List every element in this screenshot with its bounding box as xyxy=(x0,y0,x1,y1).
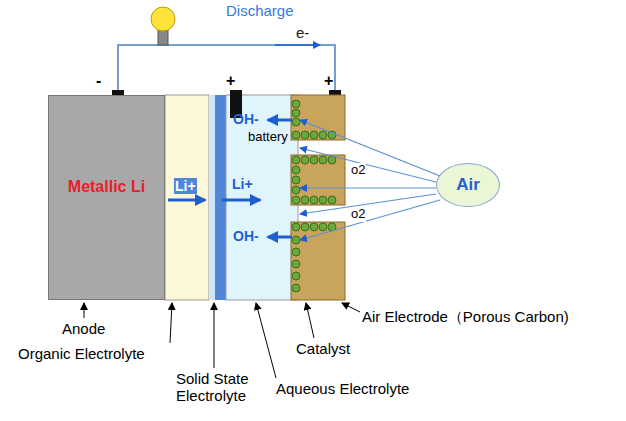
catalyst-particle xyxy=(319,131,327,139)
catalyst-particle xyxy=(292,109,300,117)
catalyst-particle xyxy=(292,236,300,244)
catalyst-particle xyxy=(301,156,309,164)
catalyst-particle xyxy=(310,196,318,204)
catalyst-particle xyxy=(292,100,300,108)
anode-block: Metallic Li xyxy=(48,95,165,300)
air-ellipse: Air xyxy=(436,163,500,207)
catalyst-particle xyxy=(292,176,300,184)
catalyst-particle xyxy=(292,272,300,280)
catalyst-particle xyxy=(292,260,300,268)
catalyst-particle xyxy=(310,223,318,231)
catalyst-particle xyxy=(292,223,300,231)
node-text: Metallic Li xyxy=(68,178,145,196)
electron-label: e- xyxy=(296,24,309,41)
catalyst-particle xyxy=(310,156,318,164)
ion-label: Li+ xyxy=(232,176,253,192)
catalyst-particle xyxy=(292,186,300,194)
catalyst-particle xyxy=(292,284,300,292)
part-label: battery xyxy=(248,130,288,145)
ion-label: OH- xyxy=(233,111,259,127)
catalyst-particle xyxy=(328,196,336,204)
catalyst-particle xyxy=(292,166,300,174)
part-label: Air Electrode（Porous Carbon) xyxy=(362,308,569,325)
catalyst-particle xyxy=(292,131,300,139)
part-label: Anode xyxy=(62,320,105,337)
part-label: Catalyst xyxy=(296,340,350,357)
catalyst-particle xyxy=(319,156,327,164)
ion-label: OH- xyxy=(233,228,259,244)
catalyst-particle xyxy=(301,223,309,231)
catalyst-particle xyxy=(292,156,300,164)
part-label: Aqueous Electrolyte xyxy=(276,380,409,397)
ion-label: Li+ xyxy=(174,178,197,194)
catalyst-particle xyxy=(319,196,327,204)
terminal-sign: - xyxy=(96,72,101,90)
catalyst-particle xyxy=(292,118,300,126)
catalyst-particle xyxy=(292,196,300,204)
node-text: Air xyxy=(456,175,480,195)
catalyst-particle xyxy=(310,131,318,139)
gas-label: o2 xyxy=(350,207,366,222)
part-label: Solid State Electrolyte xyxy=(176,370,260,405)
terminal-sign: + xyxy=(226,72,235,90)
terminal-sign: + xyxy=(324,72,333,90)
flow-label: Discharge xyxy=(226,2,294,19)
catalyst-particle xyxy=(292,248,300,256)
catalyst-particle xyxy=(301,196,309,204)
part-label: Organic Electrolyte xyxy=(18,345,145,362)
catalyst-particle xyxy=(301,131,309,139)
catalyst-particle xyxy=(319,223,327,231)
gas-label: o2 xyxy=(350,163,366,178)
